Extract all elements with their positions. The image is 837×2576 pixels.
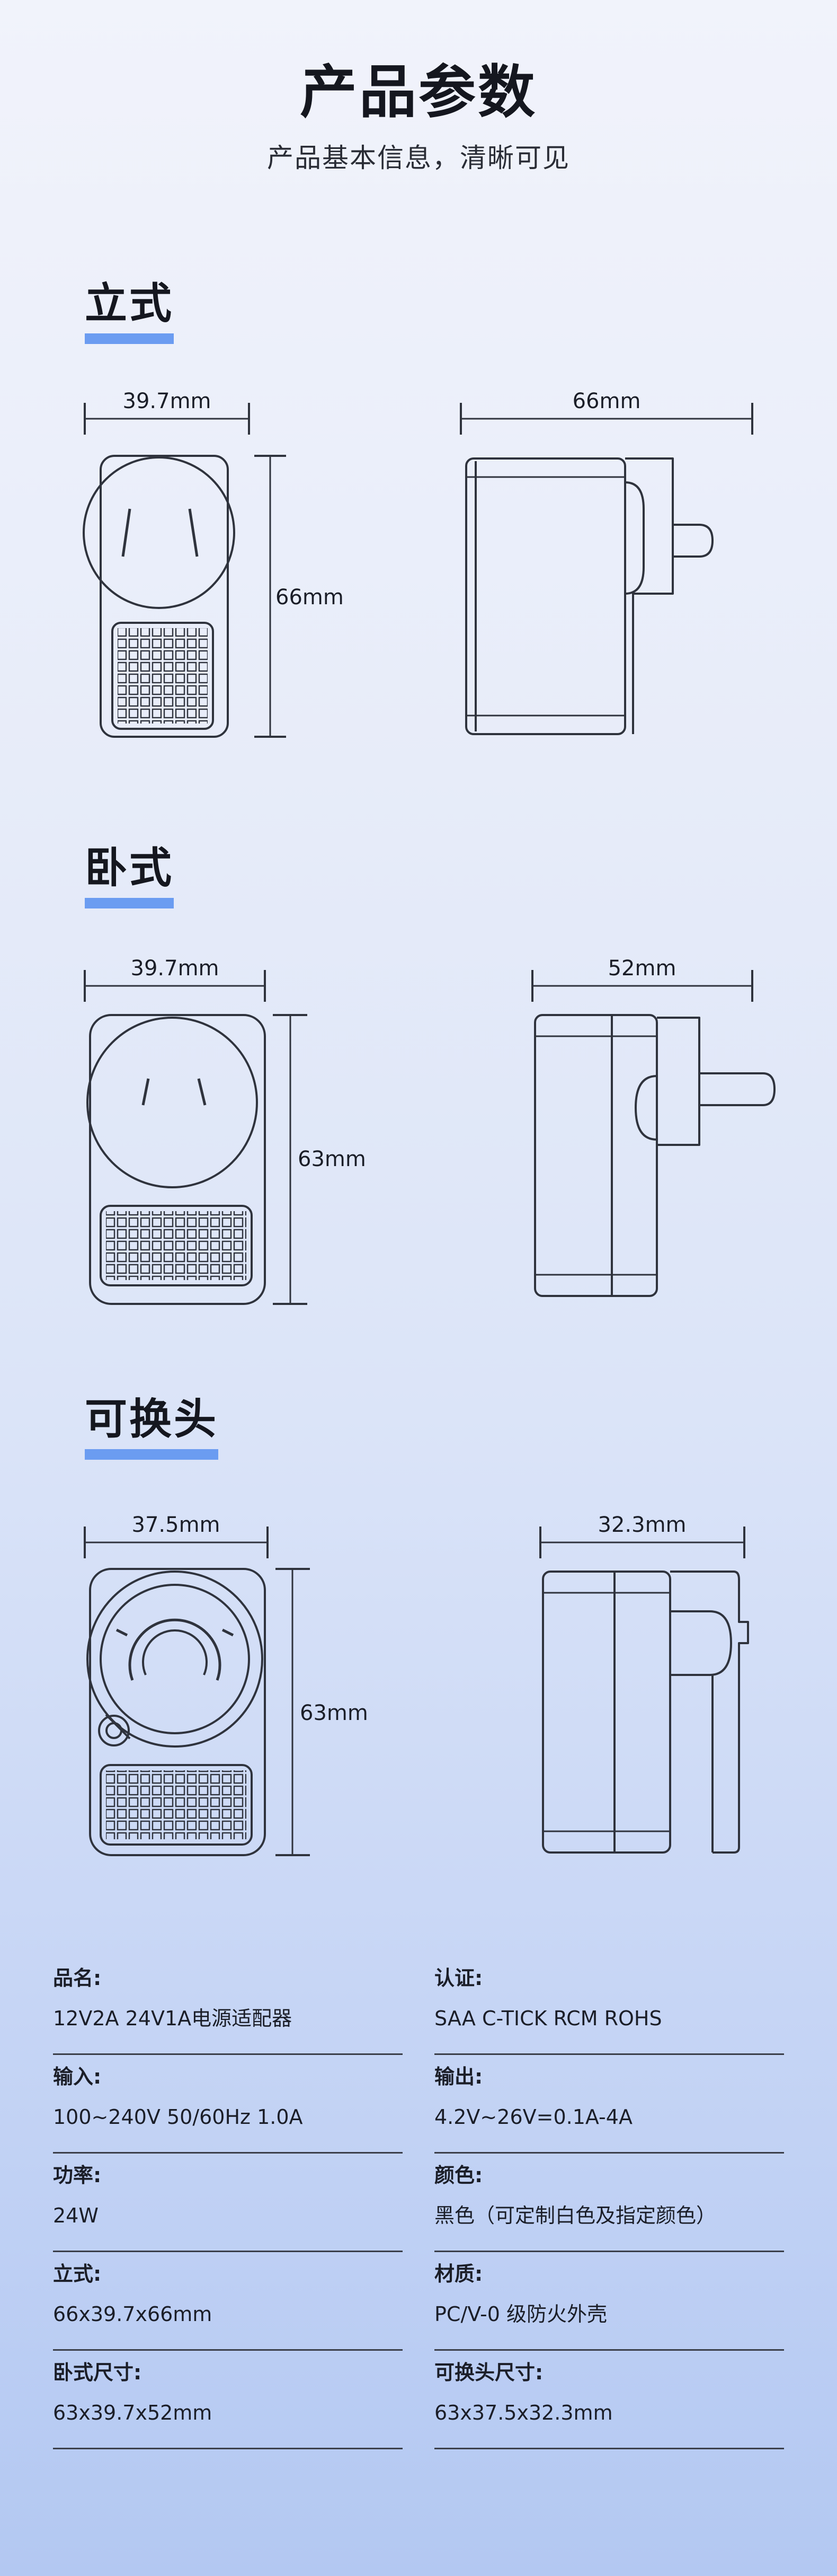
spec-item-product-name: 品名: 12V2A 24V1A电源适配器 — [53, 1956, 403, 2055]
spec-label: 卧式尺寸: — [53, 2361, 142, 2384]
interchangeable-side-body — [542, 1571, 671, 1854]
vertical-front-plug-face — [83, 456, 235, 609]
spec-item-vertical-size: 立式: 66x39.7x66mm — [53, 2252, 403, 2351]
page-subtitle: 产品基本信息，清晰可见 — [267, 142, 570, 173]
horizontal-side-width-label: 52mm — [608, 956, 676, 981]
horizontal-front-pin-right — [197, 1078, 207, 1106]
horizontal-front-pin-left — [141, 1078, 150, 1106]
vertical-drawings: 39.7mm 66mm 66mm — [83, 389, 753, 738]
spec-value: 4.2V~26V=0.1A-4A — [434, 2105, 633, 2129]
section-title-text: 可换头 — [85, 1395, 218, 1444]
section-title-text: 立式 — [85, 279, 174, 328]
spec-table: 品名: 12V2A 24V1A电源适配器 认证: SAA C-TICK RCM … — [0, 1956, 837, 2486]
spec-item-material: 材质: PC/V-0 级防火外壳 — [434, 2252, 784, 2351]
spec-value: 24W — [53, 2204, 99, 2227]
spec-value: PC/V-0 级防火外壳 — [434, 2302, 607, 2326]
spec-label: 可换头尺寸: — [434, 2361, 544, 2384]
spec-label: 品名: — [53, 1966, 102, 1990]
section-title-underline — [85, 898, 174, 908]
vertical-front-pin-right — [188, 508, 199, 557]
interchangeable-front-width-label: 37.5mm — [132, 1513, 220, 1537]
horizontal-front-body — [89, 1014, 266, 1305]
horizontal-front-width-label: 39.7mm — [131, 956, 219, 981]
spec-item-output: 输出: 4.2V~26V=0.1A-4A — [434, 2054, 784, 2154]
interchangeable-front-vent — [100, 1764, 253, 1846]
spec-value: 100~240V 50/60Hz 1.0A — [53, 2105, 303, 2129]
vertical-front-height-label: 66mm — [275, 585, 344, 610]
section-title-underline — [85, 1449, 218, 1460]
interchangeable-front-height-label: 63mm — [300, 1701, 368, 1725]
section-title-interchangeable: 可换头 — [85, 1394, 218, 1460]
spec-label: 输入: — [53, 2065, 102, 2088]
vertical-side-pin — [625, 457, 714, 734]
spec-item-power: 功率: 24W — [53, 2153, 403, 2252]
spec-label: 输出: — [434, 2065, 483, 2088]
spec-label: 材质: — [434, 2262, 483, 2286]
horizontal-drawings: 39.7mm 63mm 52mm — [84, 956, 776, 1305]
horizontal-front-plug-face — [86, 1017, 258, 1188]
spec-value: 66x39.7x66mm — [53, 2302, 212, 2326]
spec-value: 63x37.5x32.3mm — [434, 2401, 613, 2424]
spec-value: 63x39.7x52mm — [53, 2401, 212, 2424]
section-title-horizontal: 卧式 — [85, 843, 174, 908]
interchangeable-side-pin — [670, 1571, 749, 1854]
interchangeable-drawings: 37.5mm 63mm 32.3mm — [84, 1513, 749, 1856]
vertical-front-vent — [111, 622, 214, 730]
section-title-vertical: 立式 — [85, 278, 174, 344]
spec-value: 12V2A 24V1A电源适配器 — [53, 2007, 292, 2030]
horizontal-side-body — [534, 1014, 658, 1297]
spec-value: SAA C-TICK RCM ROHS — [434, 2007, 662, 2030]
interchangeable-side-width-label: 32.3mm — [598, 1513, 687, 1537]
spec-label: 立式: — [53, 2262, 102, 2286]
spec-item-input: 输入: 100~240V 50/60Hz 1.0A — [53, 2054, 403, 2154]
page-header: 产品参数 产品基本信息，清晰可见 — [0, 58, 837, 174]
vertical-front-pin-left — [121, 508, 131, 557]
spec-value: 黑色（可定制白色及指定颜色） — [434, 2204, 717, 2227]
spec-label: 颜色: — [434, 2164, 483, 2187]
vertical-side-width-label: 66mm — [573, 389, 641, 413]
vertical-front-body — [100, 455, 229, 738]
interchangeable-release-button — [98, 1715, 130, 1746]
vertical-front-width-label: 39.7mm — [123, 389, 211, 413]
horizontal-front-height-label: 63mm — [298, 1147, 366, 1171]
section-title-underline — [85, 333, 174, 344]
spec-item-horizontal-size: 卧式尺寸: 63x39.7x52mm — [53, 2350, 403, 2449]
interchangeable-front-body — [89, 1568, 266, 1856]
section-title-text: 卧式 — [85, 843, 174, 893]
vertical-side-body — [465, 457, 626, 735]
horizontal-side-pin — [657, 1017, 776, 1146]
page-title: 产品参数 — [299, 59, 537, 126]
interchangeable-front-plug-ring — [86, 1571, 263, 1748]
spec-item-certification: 认证: SAA C-TICK RCM ROHS — [434, 1956, 784, 2055]
spec-item-color: 颜色: 黑色（可定制白色及指定颜色） — [434, 2153, 784, 2252]
spec-item-interchangeable-size: 可换头尺寸: 63x37.5x32.3mm — [434, 2350, 784, 2449]
horizontal-front-vent — [100, 1205, 253, 1286]
spec-label: 认证: — [434, 1966, 483, 1990]
spec-label: 功率: — [53, 2164, 102, 2187]
